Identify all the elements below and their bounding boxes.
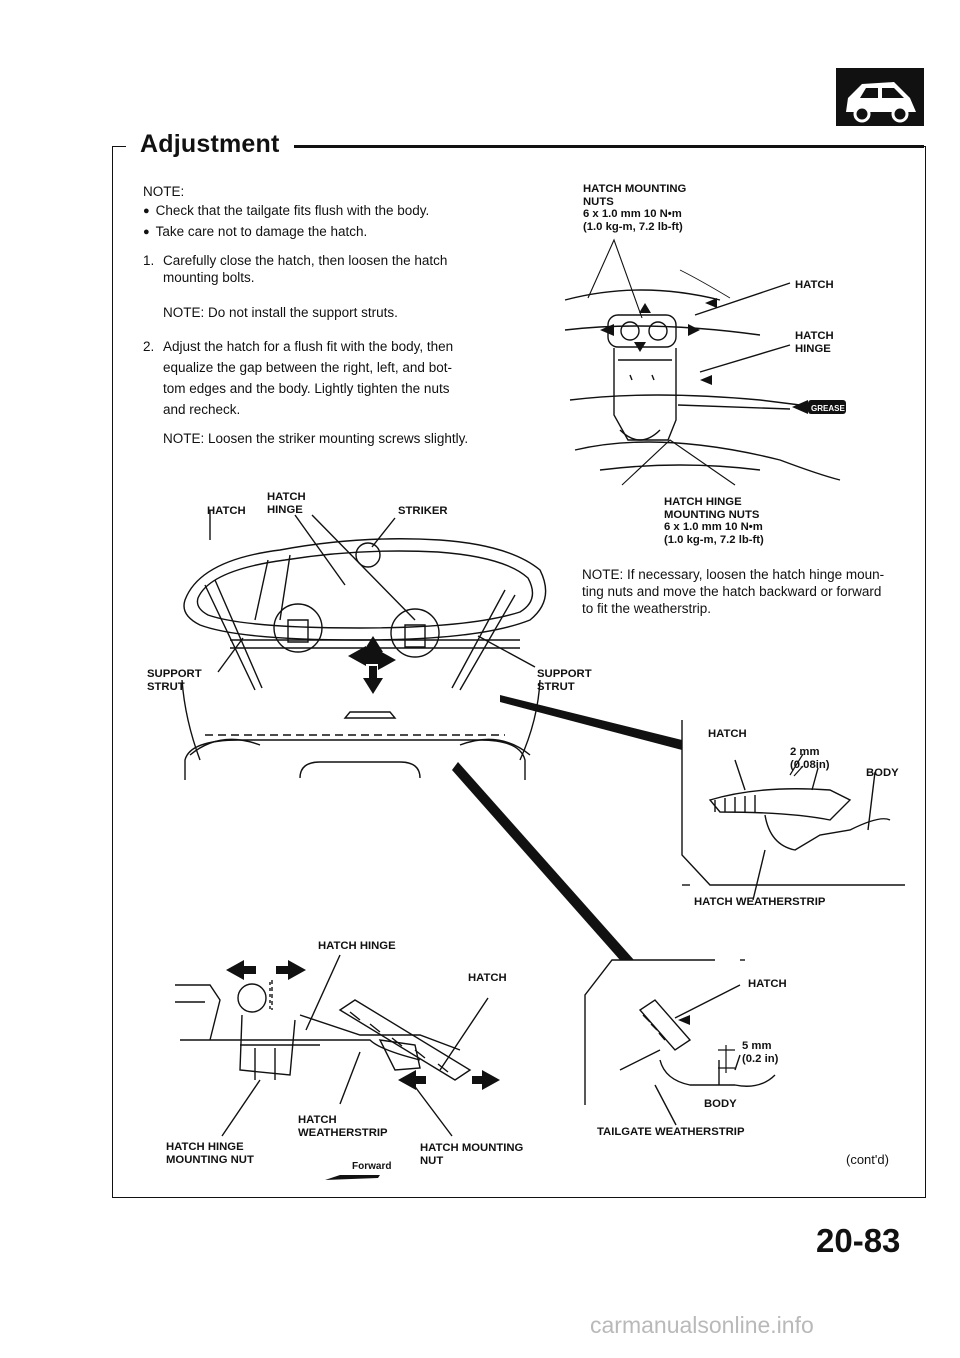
step-text: Carefully close the hatch, then loosen t… bbox=[163, 253, 448, 268]
bottom-hinge-label: HATCH HINGE bbox=[318, 940, 396, 952]
detail2-body-label: BODY bbox=[704, 1098, 737, 1110]
right-note-line: ting nuts and move the hatch backward or… bbox=[582, 584, 882, 599]
step-text: equalize the gap between the right, left… bbox=[163, 360, 452, 375]
rear-hatch-label: HATCH bbox=[207, 505, 246, 517]
detail1-body-label: BODY bbox=[866, 767, 899, 779]
car-body-section-icon bbox=[836, 68, 924, 126]
hinge-nuts-label: HATCH MOUNTING NUTS 6 x 1.0 mm 10 N•m (1… bbox=[583, 183, 687, 233]
step-text: and recheck. bbox=[163, 402, 241, 417]
bottom-hinge-nut-label: HATCH HINGE MOUNTING NUT bbox=[166, 1141, 254, 1166]
support-strut-left-label: SUPPORT STRUT bbox=[147, 668, 202, 693]
step-note: NOTE: Do not install the support struts. bbox=[163, 305, 398, 320]
step-number: 2. bbox=[143, 339, 155, 354]
step-number: 1. bbox=[143, 253, 155, 268]
page-title: Adjustment bbox=[126, 130, 294, 159]
detail2-gap-label: 5 mm (0.2 in) bbox=[742, 1040, 779, 1065]
step-text: tom edges and the body. Lightly tighten … bbox=[163, 381, 450, 396]
detail2-hatch-label: HATCH bbox=[748, 978, 787, 990]
step-text: Adjust the hatch for a flush fit with th… bbox=[163, 339, 454, 354]
hinge-mounting-nuts-label: HATCH HINGE MOUNTING NUTS 6 x 1.0 mm 10 … bbox=[664, 496, 764, 546]
notes-block: NOTE: Check that the tailgate fits flush… bbox=[143, 182, 523, 243]
header-rule bbox=[268, 145, 924, 148]
note-bullet: Take care not to damage the hatch. bbox=[143, 222, 523, 243]
continued-label: (cont'd) bbox=[846, 1152, 889, 1167]
detail1-hatch-label: HATCH bbox=[708, 728, 747, 740]
note-heading: NOTE: bbox=[143, 184, 185, 199]
bottom-hatch-label: HATCH bbox=[468, 972, 507, 984]
bottom-weatherstrip-label: HATCH WEATHERSTRIP bbox=[298, 1114, 388, 1139]
detail1-gap-label: 2 mm (0.08in) bbox=[790, 746, 830, 771]
detail2-weatherstrip-label: TAILGATE WEATHERSTRIP bbox=[597, 1126, 745, 1138]
detail1-weatherstrip-label: HATCH WEATHERSTRIP bbox=[694, 896, 826, 908]
striker-label: STRIKER bbox=[398, 505, 448, 517]
step-text: mounting bolts. bbox=[163, 270, 255, 285]
right-note-line: to fit the weatherstrip. bbox=[582, 601, 712, 616]
page-number: 20-83 bbox=[816, 1222, 901, 1259]
right-note: NOTE: If necessary, loosen the hatch hin… bbox=[582, 566, 912, 617]
support-strut-right-label: SUPPORT STRUT bbox=[537, 668, 592, 693]
hatch-hinge-label: HATCH HINGE bbox=[795, 330, 834, 355]
note-bullet: Check that the tailgate fits flush with … bbox=[143, 201, 523, 222]
rear-hinge-label: HATCH HINGE bbox=[267, 491, 306, 516]
forward-label: Forward bbox=[352, 1161, 392, 1172]
bottom-mounting-nut-label: HATCH MOUNTING NUT bbox=[420, 1142, 524, 1167]
step-note: NOTE: Loosen the striker mounting screws… bbox=[163, 431, 469, 446]
hatch-label: HATCH bbox=[795, 279, 834, 291]
right-note-line: NOTE: If necessary, loosen the hatch hin… bbox=[582, 567, 885, 582]
watermark: carmanualsonline.info bbox=[590, 1312, 814, 1338]
